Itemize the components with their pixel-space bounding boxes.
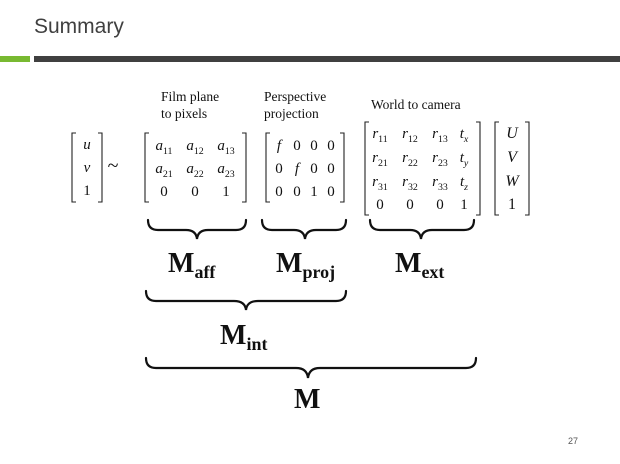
matrix-aff-cell-2-2: 1	[222, 184, 230, 200]
label-perspective-line1: Perspective	[264, 89, 327, 104]
matrix-aff-cell-1-2: a23	[217, 161, 234, 180]
matrix-ext-cell-3-2: 0	[436, 197, 444, 213]
label-world-to-camera: World to camera	[371, 97, 461, 112]
label-m-int: Mint	[220, 320, 267, 354]
bracket-aff-left	[144, 132, 149, 203]
matrix-ext-cell-3-3: 1	[460, 197, 468, 213]
slide-title: Summary	[34, 15, 124, 38]
matrix-proj-cell-2-2: 1	[310, 184, 318, 200]
vector-uv-cell-0: u	[83, 137, 91, 153]
brace-aff	[146, 218, 248, 240]
brace-proj	[260, 218, 348, 240]
label-m-total: M	[294, 384, 320, 415]
matrix-aff-cell-0-2: a13	[217, 138, 234, 157]
title-underline-bar	[34, 56, 620, 62]
brace-ext	[368, 218, 476, 240]
bracket-uvw-right	[525, 121, 530, 216]
matrix-ext-cell-2-2: r33	[432, 174, 448, 193]
vector-uvw-cell-0: U	[506, 125, 519, 142]
matrix-proj-cell-1-0: 0	[275, 161, 283, 177]
matrix-proj-cell-0-0: f	[277, 138, 283, 154]
label-film-plane-line1: Film plane	[161, 89, 220, 104]
matrix-ext-cell-1-0: r21	[372, 150, 388, 169]
bracket-ext-left	[364, 121, 369, 216]
bracket-uvw-left	[494, 121, 499, 216]
title-accent-bar	[0, 56, 30, 62]
matrix-ext-cell-1-3: ty	[460, 150, 469, 169]
matrix-proj-cell-2-0: 0	[275, 184, 283, 200]
matrix-aff-cell-2-0: 0	[160, 184, 168, 200]
matrix-ext-cell-1-2: r23	[432, 150, 448, 169]
matrix-ext-cell-2-0: r31	[372, 174, 388, 193]
matrix-ext-cell-1-1: r22	[402, 150, 418, 169]
matrix-proj-cell-0-3: 0	[327, 138, 335, 154]
matrix-ext-cell-0-0: r11	[372, 126, 387, 145]
label-m-aff: Maff	[168, 248, 216, 282]
matrix-ext-cell-3-1: 0	[406, 197, 414, 213]
matrix-proj-cell-0-2: 0	[310, 138, 318, 154]
matrix-ext-cell-0-3: tx	[460, 126, 469, 145]
matrix-ext-cell-0-1: r12	[402, 126, 418, 145]
vector-uv-cell-1: v	[84, 160, 91, 176]
matrix-ext-cell-0-2: r13	[432, 126, 448, 145]
label-m-ext: Mext	[395, 248, 444, 282]
matrix-aff-cell-0-1: a12	[186, 138, 203, 157]
bracket-proj-left	[265, 132, 270, 203]
bracket-uv-left	[71, 132, 76, 203]
vector-uv-cell-2: 1	[83, 183, 91, 199]
bracket-uv-right	[98, 132, 103, 203]
bracket-proj-right	[340, 132, 345, 203]
label-perspective-line2: projection	[264, 106, 319, 121]
bracket-aff-right	[242, 132, 247, 203]
vector-uvw-cell-2: W	[505, 173, 520, 190]
matrix-ext-cell-3-0: 0	[376, 197, 384, 213]
matrix-aff-cell-1-0: a21	[155, 161, 172, 180]
matrix-proj-cell-1-2: 0	[310, 161, 318, 177]
label-film-plane-line2: to pixels	[161, 106, 208, 121]
matrix-proj-cell-0-1: 0	[293, 138, 301, 154]
matrix-aff-cell-1-1: a22	[186, 161, 203, 180]
brace-int	[144, 289, 348, 311]
label-perspective: Perspective projection	[264, 88, 326, 122]
matrix-ext-cell-2-3: tz	[460, 174, 468, 193]
label-m-proj: Mproj	[276, 248, 335, 282]
matrix-aff-cell-0-0: a11	[155, 138, 172, 157]
label-film-plane: Film plane to pixels	[161, 88, 219, 122]
vector-uvw-cell-1: V	[507, 149, 519, 166]
matrix-ext-cell-2-1: r32	[402, 174, 418, 193]
page-number: 27	[568, 436, 579, 446]
matrix-proj-cell-2-3: 0	[327, 184, 335, 200]
vector-uvw-cell-3: 1	[508, 196, 516, 213]
matrix-proj-cell-2-1: 0	[293, 184, 301, 200]
matrix-proj-cell-1-3: 0	[327, 161, 335, 177]
brace-total	[144, 356, 478, 379]
matrix-aff-cell-2-1: 0	[191, 184, 199, 200]
bracket-ext-right	[476, 121, 481, 216]
matrix-proj-cell-1-1: f	[295, 161, 301, 177]
similarity-tilde: ~	[108, 155, 119, 177]
